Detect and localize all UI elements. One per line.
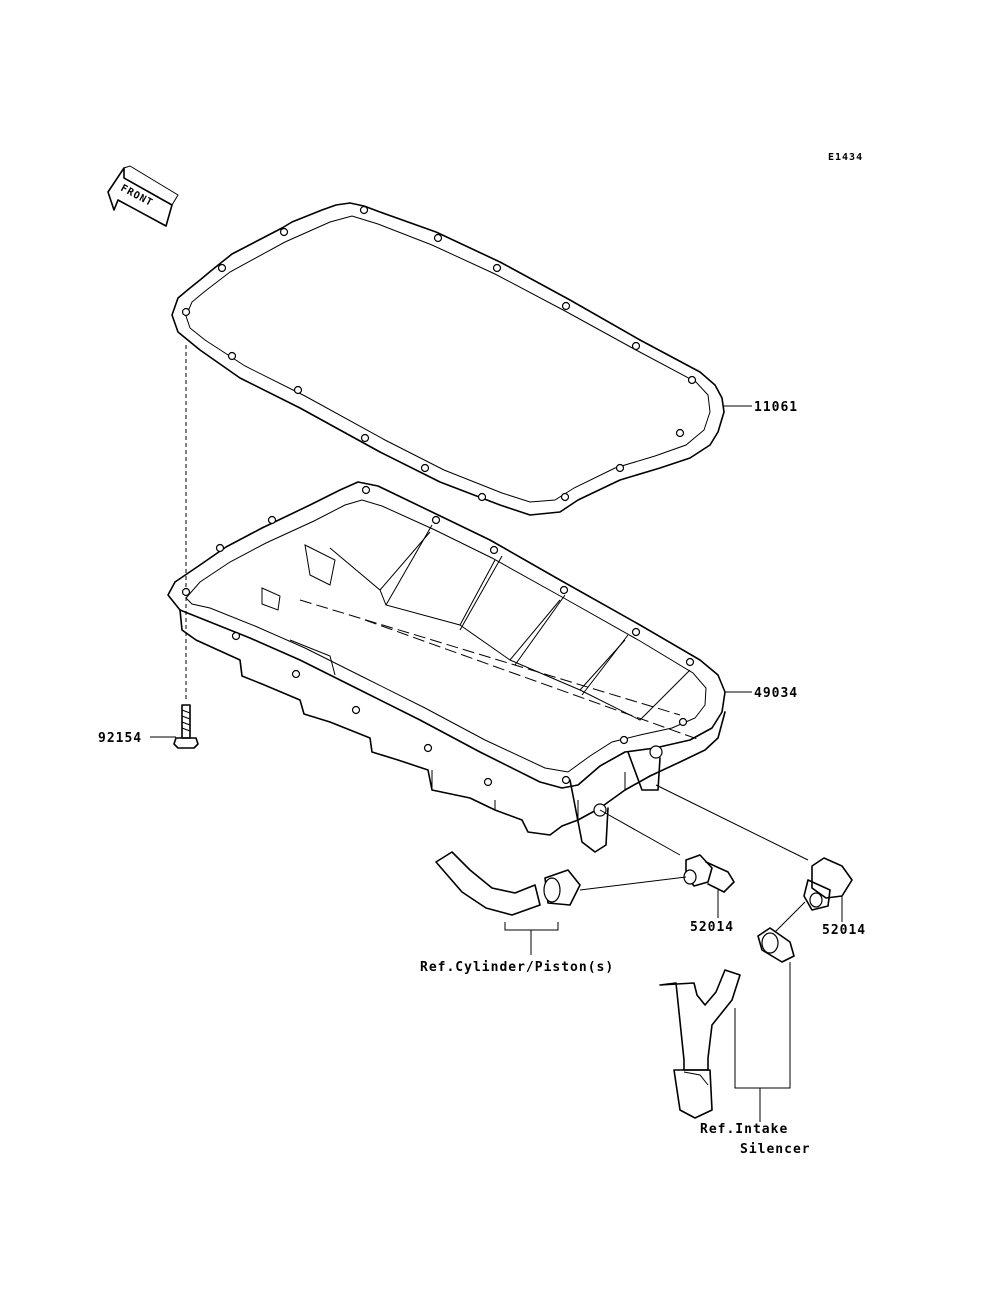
- fitting-right-icon: [803, 857, 853, 911]
- ref-intake-label-line1: Ref.Intake: [700, 1122, 788, 1137]
- clamp-to-fitting-line: [774, 901, 806, 933]
- part-number-bolt: 92154: [98, 731, 142, 746]
- hose-to-fitting-line: [579, 876, 687, 891]
- bolt-icon: [173, 704, 199, 749]
- part-number-fitting-right: 52014: [822, 923, 866, 938]
- fitting-right-leader-dash: [655, 784, 809, 861]
- ref-cylinder-bracket: [504, 922, 559, 955]
- oil-pan: [167, 481, 726, 853]
- part-number-oil-pan: 49034: [754, 686, 798, 701]
- clamp-right-icon: [757, 927, 795, 963]
- fitting-left-leader-dash: [599, 809, 681, 856]
- diagram-id-label: E1434: [828, 152, 863, 163]
- gasket-holes: [181, 205, 697, 502]
- oil-pan-holes: [181, 485, 695, 787]
- hose-intake-icon: [659, 969, 741, 1119]
- front-arrow-icon: FRONT: [107, 165, 179, 227]
- fitting-left-icon: [683, 854, 735, 893]
- hose-cylinder-icon: [435, 851, 581, 916]
- ref-intake-bracket: [734, 962, 791, 1122]
- front-label: FRONT: [119, 183, 155, 209]
- ref-intake-label-line2: Silencer: [740, 1142, 811, 1157]
- part-number-fitting-left: 52014: [690, 920, 734, 935]
- part-number-gasket: 11061: [754, 400, 798, 415]
- ref-cylinder-label: Ref.Cylinder/Piston(s): [420, 960, 614, 975]
- gasket: [171, 202, 725, 516]
